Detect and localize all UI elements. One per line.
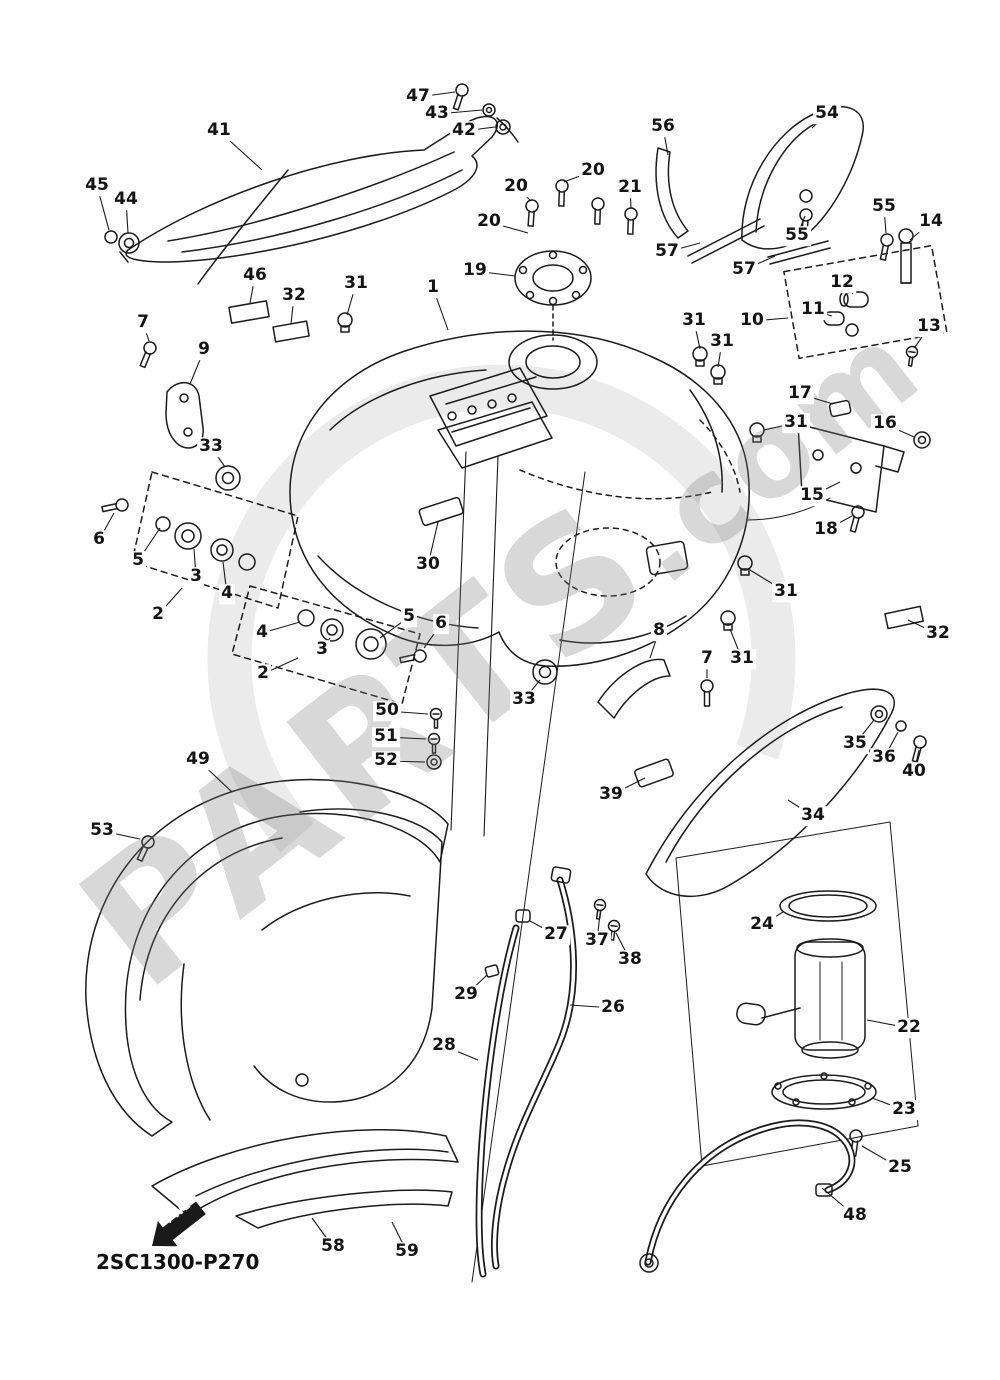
part-callout-10: 10	[738, 310, 766, 331]
part-callout-8: 8	[651, 620, 667, 641]
diagram-code: 2SC1300-P270	[96, 1250, 260, 1274]
part-callout-44: 44	[112, 189, 140, 210]
part-callout-34: 34	[799, 805, 827, 826]
part-callout-23: 23	[890, 1099, 918, 1120]
part-callout-6: 6	[91, 529, 107, 550]
part-callout-14: 14	[917, 211, 945, 232]
left-bracket	[136, 339, 241, 491]
part-callout-49: 49	[184, 749, 212, 770]
part-callout-7: 7	[699, 648, 715, 669]
part-callout-28: 28	[430, 1035, 458, 1056]
fuel-tank	[289, 330, 750, 1283]
part-callout-30: 30	[414, 554, 442, 575]
part-callout-36: 36	[870, 747, 898, 768]
part-callout-52: 52	[372, 750, 400, 771]
part-callout-55: 55	[870, 196, 898, 217]
part-callout-31: 31	[680, 310, 708, 331]
part-callout-59: 59	[393, 1241, 421, 1262]
part-callout-29: 29	[452, 984, 480, 1005]
part-callout-2: 2	[150, 604, 166, 625]
part-callout-58: 58	[319, 1236, 347, 1257]
part-callout-5: 5	[401, 606, 417, 627]
part-callout-6: 6	[433, 613, 449, 634]
part-callout-33: 33	[197, 436, 225, 457]
part-callout-45: 45	[83, 175, 111, 196]
part-callout-31: 31	[728, 648, 756, 669]
part-callout-20: 20	[502, 176, 530, 197]
part-callout-27: 27	[542, 924, 570, 945]
part-callout-24: 24	[748, 914, 776, 935]
bottom-trim	[151, 1129, 459, 1229]
part-callout-5: 5	[130, 550, 146, 571]
part-callout-53: 53	[88, 820, 116, 841]
part-callout-1: 1	[425, 277, 441, 298]
hoses	[475, 866, 856, 1278]
watermark-swoosh	[207, 364, 796, 853]
part-callout-17: 17	[786, 383, 814, 404]
part-callout-48: 48	[841, 1205, 869, 1226]
part-callout-31: 31	[772, 581, 800, 602]
part-callout-16: 16	[871, 413, 899, 434]
part-callout-54: 54	[813, 103, 841, 124]
part-callout-20: 20	[475, 211, 503, 232]
part-callout-31: 31	[708, 331, 736, 352]
part-callout-33: 33	[510, 689, 538, 710]
part-callout-47: 47	[404, 86, 432, 107]
part-callout-50: 50	[373, 700, 401, 721]
part-callout-2: 2	[255, 663, 271, 684]
damper-group	[783, 244, 948, 368]
part-callout-32: 32	[924, 623, 952, 644]
part-callout-42: 42	[450, 120, 478, 141]
part-callout-55: 55	[783, 225, 811, 246]
part-callout-3: 3	[188, 566, 204, 587]
part-callout-9: 9	[196, 339, 212, 360]
part-callout-3: 3	[314, 639, 330, 660]
left-upper-cover	[125, 115, 498, 285]
part-callout-57: 57	[653, 241, 681, 262]
part-callout-40: 40	[900, 761, 928, 782]
part-callout-11: 11	[799, 299, 827, 320]
left-lower-cover	[85, 778, 449, 1137]
part-callout-32: 32	[280, 285, 308, 306]
part-callout-21: 21	[616, 177, 644, 198]
part-callout-31: 31	[342, 273, 370, 294]
part-callout-18: 18	[812, 519, 840, 540]
right-bracket	[747, 399, 931, 534]
part-callout-22: 22	[895, 1017, 923, 1038]
part-callout-4: 4	[219, 583, 235, 604]
right-side-panel	[515, 688, 929, 942]
part-callout-39: 39	[597, 784, 625, 805]
part-callout-4: 4	[254, 622, 270, 643]
part-callout-25: 25	[886, 1157, 914, 1178]
part-callout-35: 35	[841, 733, 869, 754]
part-callout-51: 51	[372, 726, 400, 747]
fitting-group-b	[231, 585, 428, 705]
fuel-cap	[514, 179, 638, 341]
part-callout-37: 37	[583, 930, 611, 951]
part-callout-7: 7	[135, 312, 151, 333]
part-callout-38: 38	[616, 949, 644, 970]
part-callout-13: 13	[915, 316, 943, 337]
part-callout-20: 20	[579, 160, 607, 181]
part-callout-31: 31	[782, 412, 810, 433]
part-callout-26: 26	[599, 997, 627, 1018]
part-callout-46: 46	[241, 265, 269, 286]
fitting-group-a	[100, 471, 299, 609]
part-callout-56: 56	[649, 116, 677, 137]
part-callout-19: 19	[461, 260, 489, 281]
part-callout-12: 12	[828, 272, 856, 293]
fuel-pump	[736, 890, 877, 1158]
part-callout-43: 43	[423, 103, 451, 124]
part-callout-41: 41	[205, 120, 233, 141]
fwd-arrow-icon	[152, 1201, 206, 1247]
part-callout-57: 57	[730, 259, 758, 280]
part-callout-15: 15	[798, 485, 826, 506]
